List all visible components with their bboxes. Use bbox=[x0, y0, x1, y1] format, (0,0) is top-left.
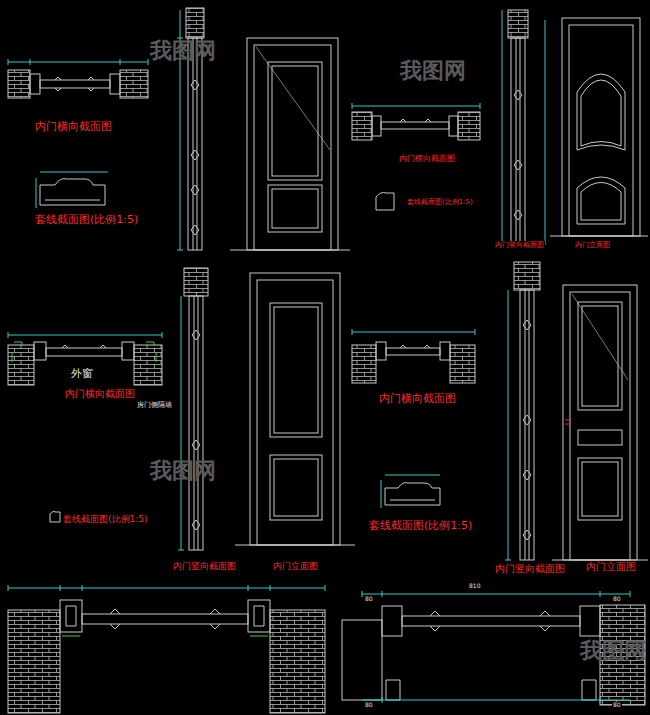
elevation-title: 内门立面图 bbox=[272, 561, 319, 571]
watermark: 我图网 bbox=[150, 40, 216, 62]
section-title: 内门竖向截面图 bbox=[494, 241, 545, 249]
note-label: 房门侧隔墙 bbox=[136, 401, 173, 409]
dimension: 80 bbox=[364, 596, 374, 603]
section-title: 内门横向截面图 bbox=[34, 121, 113, 134]
watermark: 我图网 bbox=[580, 640, 646, 662]
dimension: 80 bbox=[612, 702, 622, 709]
elevation-title: 内门立面图 bbox=[585, 561, 637, 573]
section-title: 内门横向截面图 bbox=[64, 388, 136, 400]
trim-title: 套线截面图(比例1:5) bbox=[406, 198, 474, 206]
elevation-title: 内门立面图 bbox=[574, 241, 611, 249]
section-title: 内门竖向截面图 bbox=[494, 563, 566, 575]
trim-title: 套线截面图(比例1:5) bbox=[34, 214, 139, 227]
section-title: 内门横向截面图 bbox=[378, 393, 457, 406]
section-title: 内门横向截面图 bbox=[398, 154, 456, 163]
dimension: 80 bbox=[612, 596, 622, 603]
dimension: 80 bbox=[364, 702, 374, 709]
watermark: 我图网 bbox=[150, 460, 216, 482]
trim-title: 套线截面图(比例1:5) bbox=[368, 520, 473, 533]
note-label: 外窗 bbox=[70, 368, 94, 381]
dimension: 810 bbox=[468, 583, 481, 590]
section-title: 内门竖向截面图 bbox=[172, 561, 237, 571]
trim-title: 套线截面图(比例1:5) bbox=[62, 514, 149, 524]
watermark: 我图网 bbox=[400, 60, 466, 82]
